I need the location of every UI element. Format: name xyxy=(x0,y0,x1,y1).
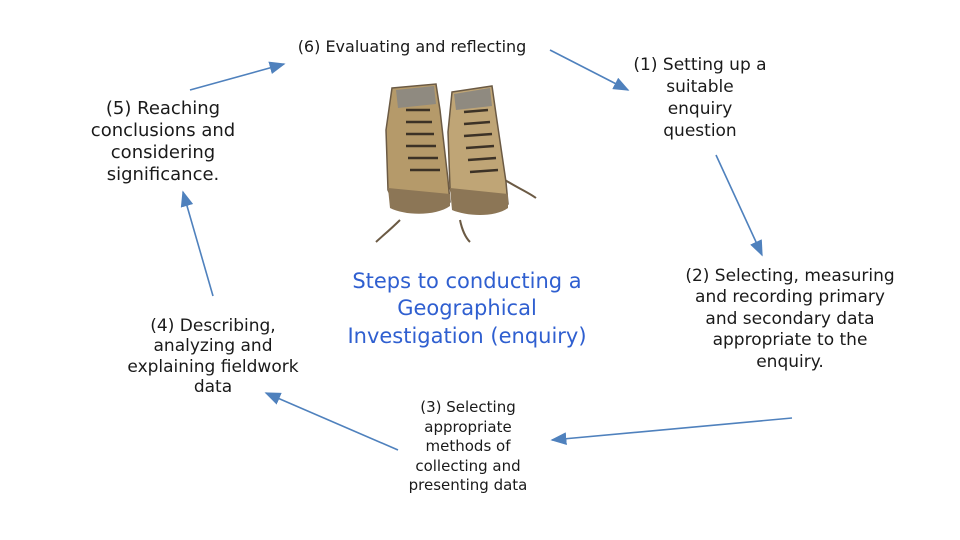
arrow-2-to-3 xyxy=(550,417,793,446)
hiking-boots-image xyxy=(375,83,537,243)
step-6-evaluating: (6) Evaluating and reflecting xyxy=(297,37,527,56)
arrow-6-to-1 xyxy=(549,49,630,91)
arrow-3-to-4 xyxy=(264,392,399,451)
step-3-methods: (3) Selecting appropriate methods of col… xyxy=(408,398,528,494)
step-2-data-collection: (2) Selecting, measuring and recording p… xyxy=(685,266,895,372)
step-4-analysis: (4) Describing, analyzing and explaining… xyxy=(127,316,299,398)
arrow-1-to-2 xyxy=(715,154,763,257)
center-title: Steps to conducting a Geographical Inves… xyxy=(347,269,587,348)
arrow-5-to-6 xyxy=(189,61,286,91)
arrow-4-to-5 xyxy=(180,190,214,297)
step-1-question: (1) Setting up a suitable enquiry questi… xyxy=(633,55,767,142)
step-5-conclusions: (5) Reaching conclusions and considering… xyxy=(90,98,236,185)
